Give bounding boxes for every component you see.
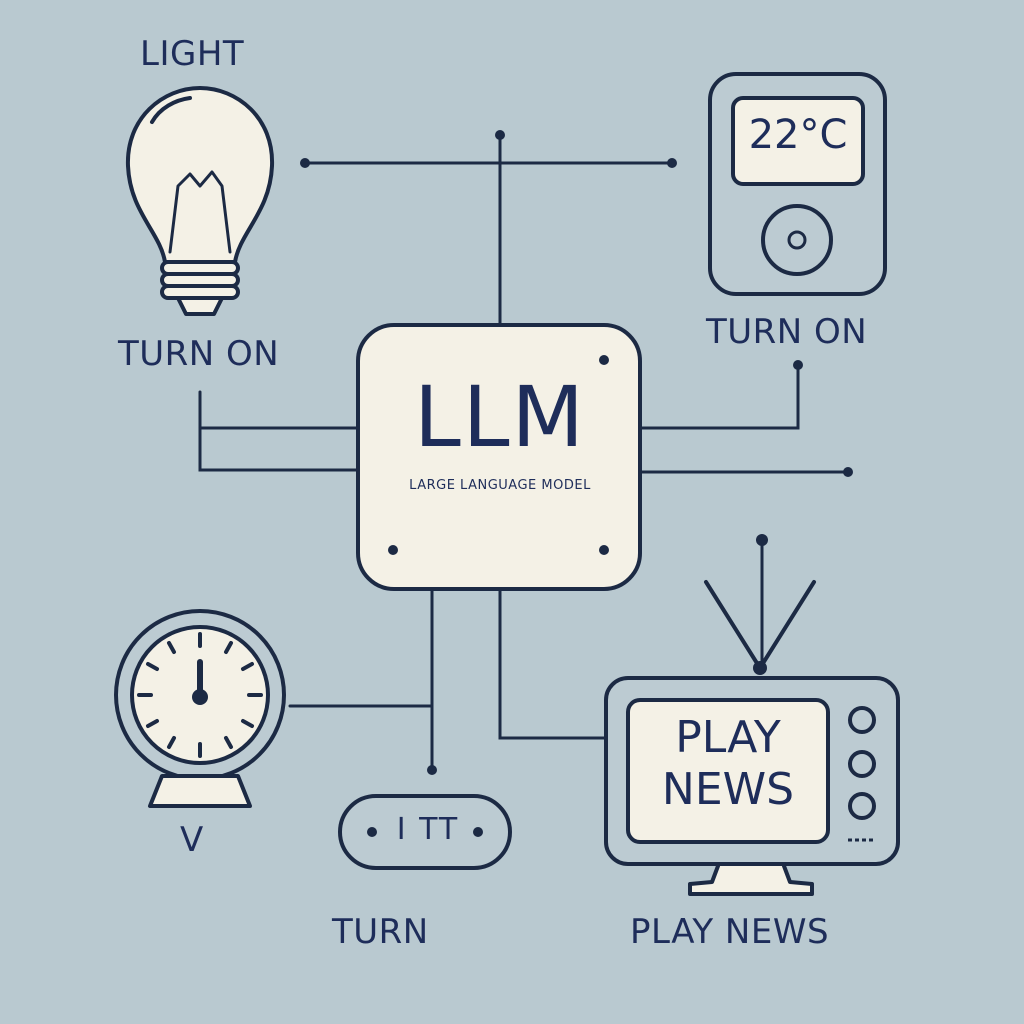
llm-box (356, 323, 642, 591)
thermostat-reading: 22°C (748, 112, 848, 158)
screw-dot (599, 355, 609, 365)
clock-label: V (180, 820, 204, 860)
wire-light-to-llm (198, 390, 360, 430)
wire-node (427, 765, 437, 775)
wire-node (756, 534, 768, 546)
wire-node (843, 467, 853, 477)
clock-icon (114, 609, 286, 808)
wire-node (300, 158, 310, 168)
llm-title: LLM (413, 368, 587, 466)
wire-node (667, 158, 677, 168)
tv-screen-text: PLAY NEWS (628, 712, 828, 816)
lightbulb-icon (125, 86, 275, 316)
switch-icon (338, 794, 512, 870)
screw-dot (599, 545, 609, 555)
tv-action-label: PLAY NEWS (630, 912, 830, 952)
wire-node (793, 360, 803, 370)
tv-icon (604, 580, 900, 896)
light-action-label: TURN ON (118, 334, 280, 374)
wire-clock-to-llm (288, 588, 434, 708)
wire-tv-to-llm (498, 588, 608, 740)
tv-screen-line2: NEWS (661, 764, 795, 815)
wire-thermostat-to-llm (638, 363, 800, 430)
tv-screen-line1: PLAY (675, 712, 781, 763)
wire-light-to-llm-2 (198, 426, 360, 472)
llm-subtitle: LARGE LANGUAGE MODEL (409, 478, 591, 493)
light-label: LIGHT (140, 34, 245, 74)
switch-action-label: TURN (332, 912, 429, 952)
screw-dot (388, 545, 398, 555)
thermostat-action-label: TURN ON (706, 312, 868, 352)
wire-node (495, 130, 505, 140)
thermostat-icon (708, 72, 887, 296)
connection-wires (198, 130, 853, 775)
switch-display: I TT (396, 812, 460, 847)
